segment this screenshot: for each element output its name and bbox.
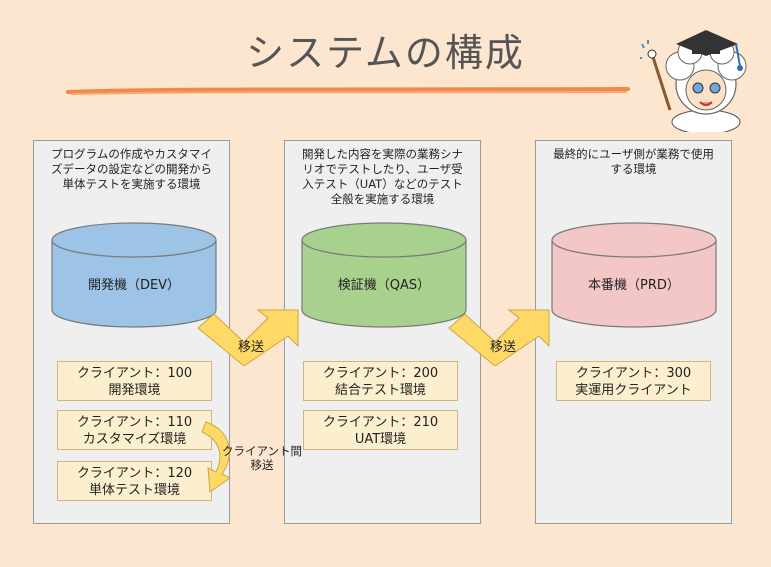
client-purpose: カスタマイズ環境 [82, 432, 187, 447]
transport-label-1: 移送 [238, 340, 265, 355]
client-box-200: クライアント：200 結合テスト環境 [303, 361, 458, 401]
client-transport-label-line: 移送 [250, 458, 274, 472]
dev-desc-line: ズデータの設定などの開発から [51, 162, 212, 176]
prd-db-label: 本番機（PRD） [588, 278, 680, 293]
qas-description: 開発した内容を実際の業務シナ リオでテストしたり、ユーザ受 入テスト（UAT）な… [287, 147, 478, 207]
dev-desc-line: 単体テストを実施する環境 [62, 177, 201, 191]
client-id: クライアント：210 [322, 415, 439, 430]
prd-desc-line: 最終的にユーザ側が業務で使用 [553, 147, 714, 161]
transport-arrow-qas-prd [448, 309, 550, 366]
qas-db-label: 検証機（QAS） [337, 278, 431, 293]
client-id: クライアント：300 [575, 366, 692, 381]
client-transport-label: クライアント間 移送 [222, 444, 302, 472]
qas-database: 検証機（QAS） [301, 222, 467, 328]
client-transport-arrow [201, 421, 231, 493]
page-title: システムの構成 [246, 31, 525, 75]
qas-desc-line: 全般を実施する環境 [330, 192, 435, 206]
panel-prd [535, 140, 732, 524]
dev-db-body [51, 240, 217, 328]
dev-description: プログラムの作成やカスタマイ ズデータの設定などの開発から 単体テストを実施する… [36, 147, 227, 192]
transport-label-2: 移送 [490, 340, 517, 355]
client-purpose: 実運用クライアント [575, 383, 692, 398]
prd-desc-line: する環境 [610, 162, 657, 176]
client-transport-label-line: クライアント間 [222, 444, 303, 458]
transport-arrow-dev-qas [197, 309, 299, 366]
client-id: クライアント：110 [76, 415, 193, 430]
prd-db-body [551, 240, 717, 328]
dev-database: 開発機（DEV） [51, 222, 217, 328]
dev-db-top [51, 222, 217, 258]
client-box-300: クライアント：300 実運用クライアント [556, 361, 711, 401]
qas-desc-line: 開発した内容を実際の業務シナ [302, 147, 463, 161]
qas-desc-line: 入テスト（UAT）などのテスト [302, 177, 463, 191]
client-id: クライアント：120 [76, 466, 193, 481]
prd-db-top [551, 222, 717, 258]
client-id: クライアント：200 [322, 366, 439, 381]
client-box-100: クライアント：100 開発環境 [57, 361, 212, 401]
dev-desc-line: プログラムの作成やカスタマイ [51, 147, 212, 161]
panel-dev [33, 140, 230, 524]
qas-db-top [301, 222, 467, 258]
prd-description: 最終的にユーザ側が業務で使用 する環境 [538, 147, 729, 177]
client-box-120: クライアント：120 単体テスト環境 [57, 461, 212, 501]
client-box-210: クライアント：210 UAT環境 [303, 410, 458, 450]
qas-db-body [301, 240, 467, 328]
client-id: クライアント：100 [76, 366, 193, 381]
dev-db-label: 開発機（DEV） [87, 278, 181, 293]
client-purpose: 結合テスト環境 [334, 383, 426, 398]
client-purpose: 単体テスト環境 [88, 483, 180, 498]
qas-desc-line: リオでテストしたり、ユーザ受 [302, 162, 463, 176]
title-underline [66, 87, 630, 95]
professor-mascot [640, 30, 747, 132]
client-purpose: UAT環境 [354, 432, 407, 447]
client-box-110: クライアント：110 カスタマイズ環境 [57, 410, 212, 450]
client-purpose: 開発環境 [108, 383, 161, 398]
prd-database: 本番機（PRD） [551, 222, 717, 328]
